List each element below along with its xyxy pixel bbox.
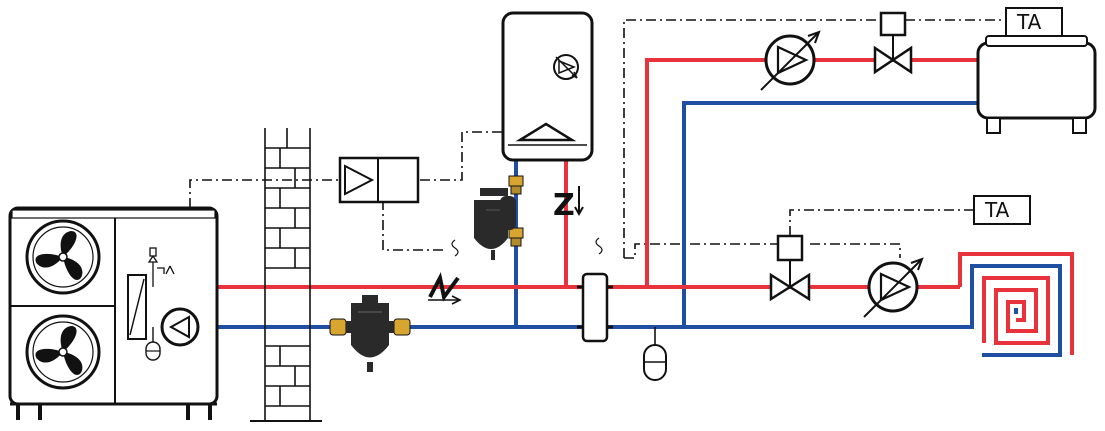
underfloor-heating-loop [958, 252, 1074, 357]
control-line-boiler [420, 131, 503, 181]
control-lines [189, 19, 1006, 259]
zone-valve-label: Z [553, 188, 575, 223]
thermostat-right-label: TA [984, 198, 1010, 222]
thermostat-right: TA [973, 195, 1031, 225]
ufh-circulation-pump [863, 257, 924, 318]
hydraulic-separator [577, 272, 613, 343]
internal-pump-icon [160, 307, 200, 347]
plate-heat-exchanger-icon [127, 274, 147, 340]
thermostat-top-label: TA [1016, 10, 1042, 34]
supply-ahu [645, 58, 978, 287]
pipe-break-marks [451, 237, 603, 257]
magnetic-dirt-filter [329, 295, 411, 372]
air-handling-unit [976, 35, 1097, 134]
safety-valve-icon [147, 247, 175, 287]
fan-icon [25, 219, 101, 295]
control-line-heatpump [189, 179, 340, 208]
ahu-circulation-pump [760, 30, 821, 91]
return-ahu [682, 101, 978, 327]
control-line-controller-down [382, 200, 446, 251]
zone-valve-mark: Z [553, 186, 584, 223]
heat-exchanger-controller [338, 156, 420, 204]
control-line-mid [624, 243, 778, 259]
ahu-motorized-valve [873, 11, 913, 75]
internal-expansion-vessel-icon [145, 327, 161, 361]
boiler-dirt-filter [474, 175, 524, 260]
heat-pump-outdoor-unit [8, 206, 219, 420]
ufh-motorized-valve [769, 234, 811, 302]
fan-icon [25, 314, 101, 390]
control-line-top [623, 19, 893, 258]
control-line-right-ta [789, 209, 974, 236]
supply-pipes [145, 58, 978, 289]
boiler-pump-icon [553, 54, 579, 80]
wall-hung-boiler [501, 11, 594, 162]
brick-wall [250, 128, 322, 422]
check-valve [428, 272, 462, 305]
thermostat-top: TA [1005, 7, 1063, 37]
expansion-vessel [643, 327, 667, 381]
control-line-pump2 [810, 243, 901, 258]
